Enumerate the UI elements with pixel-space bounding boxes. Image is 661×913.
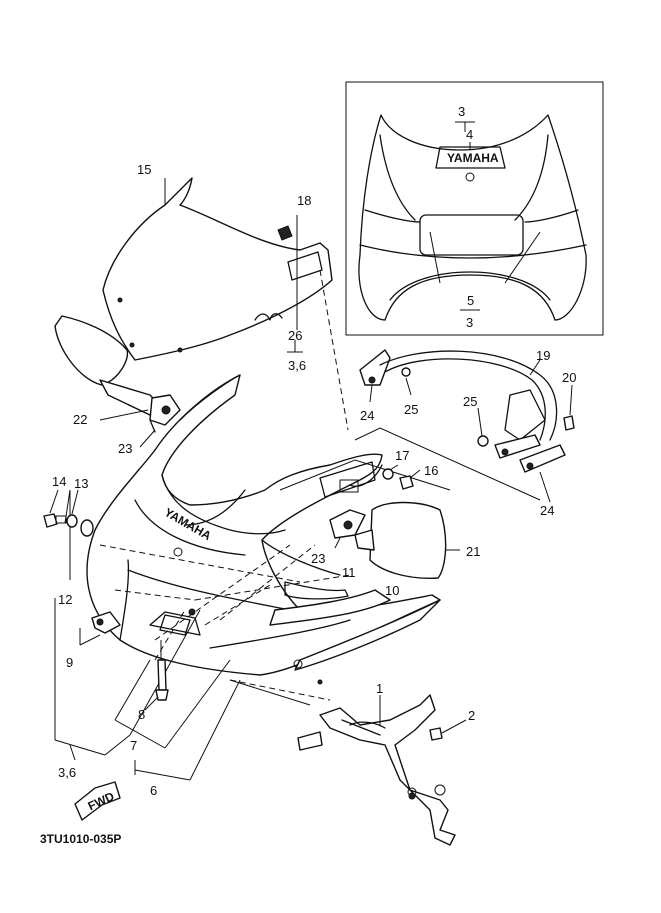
callout-3-6-bottom: 3,6 — [58, 765, 76, 780]
inset-front-view: YAMAHA 3 4 5 3 — [345, 81, 604, 336]
callout-22: 22 — [73, 412, 87, 427]
callout-23-right: 23 — [311, 551, 325, 566]
callout-13: 13 — [74, 476, 88, 491]
callout-20: 20 — [562, 370, 576, 385]
callout-11: 11 — [342, 565, 356, 580]
hardware — [43, 464, 421, 711]
callout-24-top: 24 — [360, 408, 374, 423]
callout-25-left: 25 — [404, 402, 418, 417]
sub-frame — [359, 349, 575, 503]
fwd-arrow: FWD — [74, 781, 121, 821]
windscreen — [102, 177, 349, 431]
callout-21: 21 — [466, 544, 480, 559]
callout-14: 14 — [52, 474, 66, 489]
callout-6: 6 — [150, 783, 157, 798]
callout-24-bottom: 24 — [540, 503, 554, 518]
callout-25-right: 25 — [463, 394, 477, 409]
callout-18: 18 — [297, 193, 311, 208]
callout-8: 8 — [138, 707, 145, 722]
callout-5: 5 — [467, 293, 474, 308]
callout-16: 16 — [424, 463, 438, 478]
callout-labels: 15 18 26 3,6 19 20 25 25 24 24 22 23 23 … — [40, 162, 576, 846]
stay-bracket — [297, 694, 467, 846]
callout-4: 4 — [466, 127, 473, 142]
callout-1: 1 — [376, 681, 383, 696]
callout-19: 19 — [536, 348, 550, 363]
callout-10: 10 — [385, 583, 399, 598]
diagram-code: 3TU1010-035P — [40, 832, 121, 846]
callout-3-6-top: 3,6 — [288, 358, 306, 373]
mirror-right — [354, 501, 460, 579]
callout-23-left: 23 — [118, 441, 132, 456]
callout-12: 12 — [58, 592, 72, 607]
callout-26: 26 — [288, 328, 302, 343]
front-cowl: YAMAHA — [86, 374, 441, 685]
callout-17: 17 — [395, 448, 409, 463]
callout-9: 9 — [66, 655, 73, 670]
callout-3-lower: 3 — [466, 315, 473, 330]
callout-2: 2 — [468, 708, 475, 723]
callout-3: 3 — [458, 104, 465, 119]
mirror-left — [54, 315, 181, 448]
callout-15: 15 — [137, 162, 151, 177]
inset-brand-text: YAMAHA — [447, 151, 499, 165]
callout-7: 7 — [130, 738, 137, 753]
